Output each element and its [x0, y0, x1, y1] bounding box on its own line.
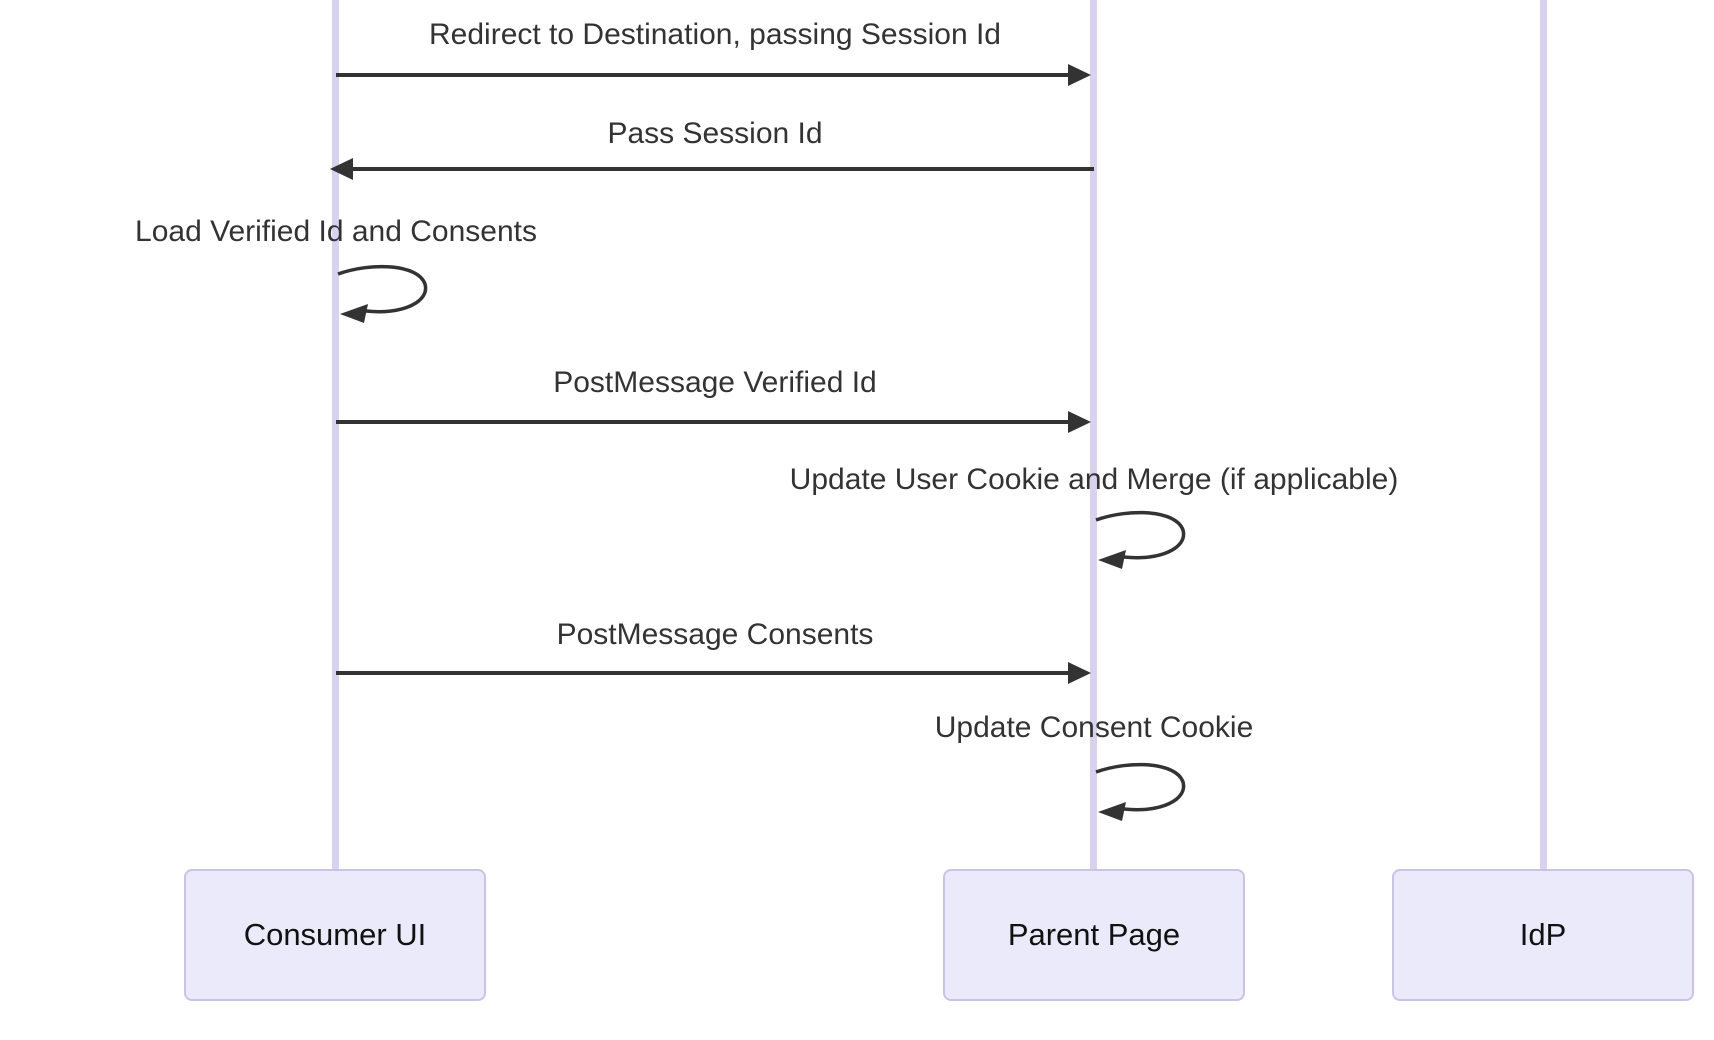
self-loop-arrow-icon [337, 264, 428, 323]
message-label-update-user-cookie: Update User Cookie and Merge (if applica… [789, 463, 1399, 496]
message-label-postmessage-consents: PostMessage Consents [556, 618, 874, 651]
lifeline-consumer-ui [332, 0, 339, 872]
actor-label-consumer-ui: Consumer UI [243, 917, 427, 952]
message-line [336, 420, 1072, 424]
arrowhead-right-icon [1068, 662, 1091, 684]
self-loop-arrow-icon [1095, 762, 1186, 821]
message-label-load-verified-id: Load Verified Id and Consents [135, 215, 537, 248]
message-label-update-consent-cookie: Update Consent Cookie [934, 711, 1254, 744]
arrowhead-right-icon [1068, 411, 1091, 433]
actor-idp: IdP [1392, 869, 1694, 1001]
message-line [336, 73, 1072, 77]
message-label-pass-session-id: Pass Session Id [607, 117, 823, 150]
lifeline-parent-page [1090, 0, 1097, 872]
self-loop-arrow-icon [1095, 510, 1186, 569]
message-line [336, 671, 1072, 675]
actor-label-idp: IdP [1519, 917, 1567, 952]
message-line [352, 167, 1094, 171]
actor-consumer-ui: Consumer UI [184, 869, 486, 1001]
lifeline-idp [1540, 0, 1547, 872]
actor-parent-page: Parent Page [943, 869, 1245, 1001]
actor-label-parent-page: Parent Page [1007, 917, 1181, 952]
arrowhead-left-icon [330, 158, 353, 180]
message-label-postmessage-verified-id: PostMessage Verified Id [553, 366, 877, 399]
arrowhead-right-icon [1068, 64, 1091, 86]
message-label-redirect-to-destination: Redirect to Destination, passing Session… [429, 18, 1001, 51]
